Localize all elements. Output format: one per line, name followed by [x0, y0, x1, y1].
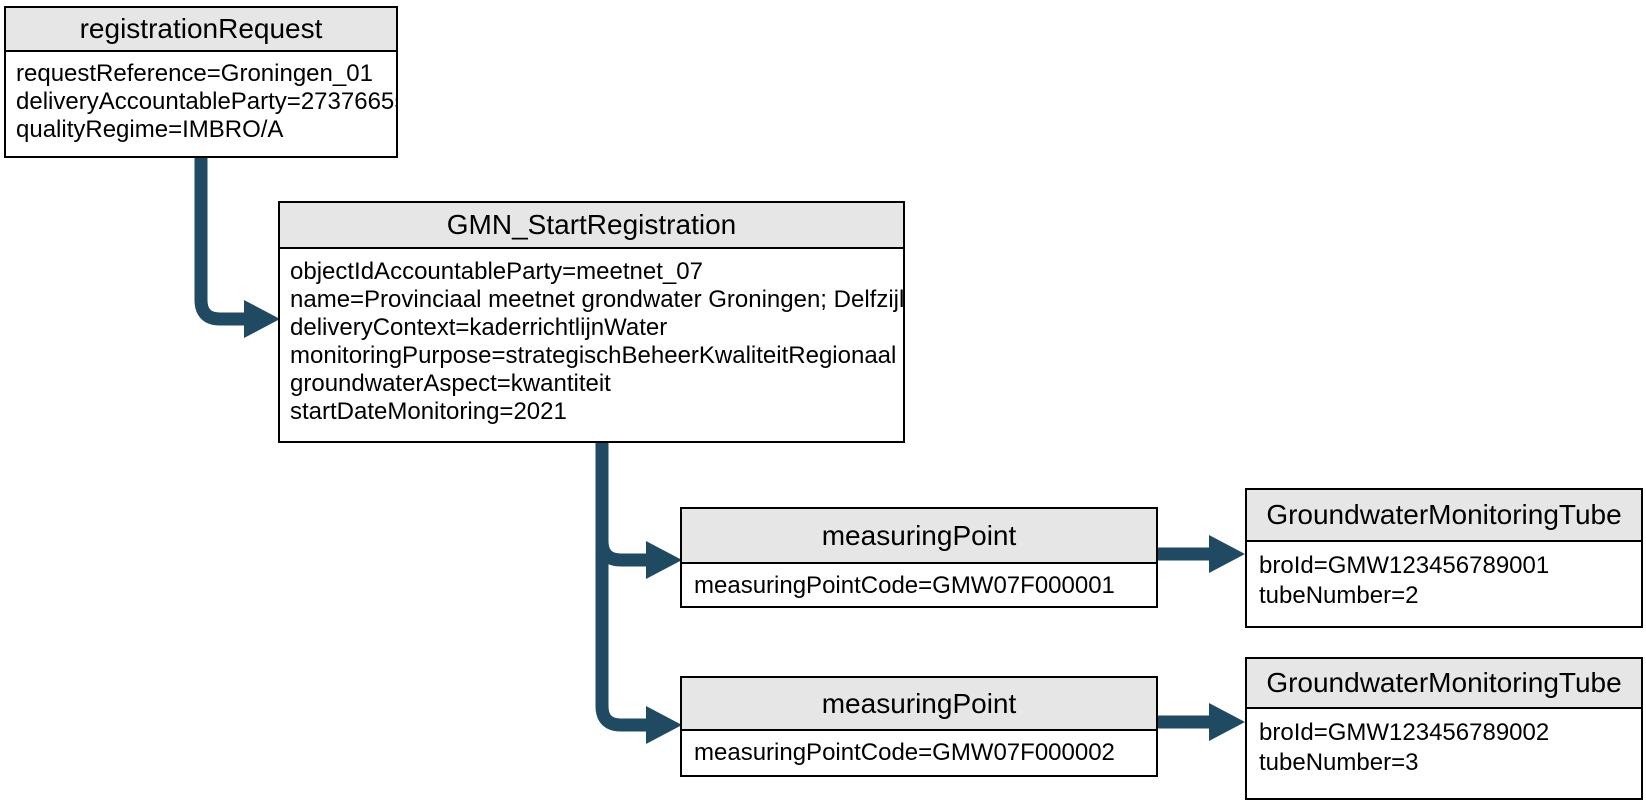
node-gmn-start-registration-attributes: objectIdAccountableParty=meetnet_07 name… — [280, 249, 903, 426]
node-registration-request-attributes: requestReference=Groningen_01 deliveryAc… — [6, 52, 396, 144]
arrow-gmn-trunk — [595, 443, 682, 744]
node-groundwater-monitoring-tube-1-attributes: broId=GMW123456789001 tubeNumber=2 — [1247, 542, 1641, 611]
arrow-registration-to-gmn-line — [194, 158, 246, 326]
arrow-gmn-to-measuringpoint2-head-icon — [646, 706, 682, 744]
attribute-line: deliveryContext=kaderrichtlijnWater — [290, 314, 668, 341]
node-measuring-point-2-attributes: measuringPointCode=GMW07F000002 — [682, 731, 1156, 767]
arrow-gmn-to-measuringpoint1-line — [595, 516, 646, 567]
node-groundwater-monitoring-tube-2-attributes: broId=GMW123456789002 tubeNumber=3 — [1247, 709, 1641, 778]
node-groundwater-monitoring-tube-2: GroundwaterMonitoringTube broId=GMW12345… — [1245, 657, 1643, 800]
attribute-line: requestReference=Groningen_01 — [16, 60, 373, 87]
arrow-registration-to-gmn-head-icon — [244, 300, 280, 338]
arrow-measuringpoint2-to-tube2 — [1158, 703, 1245, 741]
node-registration-request-title: registrationRequest — [6, 8, 396, 52]
attribute-line: groundwaterAspect=kwantiteit — [290, 370, 611, 397]
attribute-line: measuringPointCode=GMW07F000001 — [694, 572, 1115, 599]
node-registration-request: registrationRequest requestReference=Gro… — [4, 6, 398, 158]
node-groundwater-monitoring-tube-1: GroundwaterMonitoringTube broId=GMW12345… — [1245, 488, 1643, 628]
arrow-measuringpoint2-to-tube2-head-icon — [1209, 703, 1245, 741]
attribute-line: qualityRegime=IMBRO/A — [16, 116, 284, 143]
arrow-measuringpoint1-to-tube1 — [1158, 535, 1245, 573]
arrow-gmn-to-measuringpoint1-head-icon — [646, 541, 682, 579]
node-groundwater-monitoring-tube-1-title: GroundwaterMonitoringTube — [1247, 490, 1641, 542]
node-measuring-point-2: measuringPoint measuringPointCode=GMW07F… — [680, 676, 1158, 777]
node-measuring-point-1: measuringPoint measuringPointCode=GMW07F… — [680, 507, 1158, 608]
arrow-measuringpoint1-to-tube1-head-icon — [1209, 535, 1245, 573]
attribute-line: measuringPointCode=GMW07F000002 — [694, 739, 1115, 766]
node-gmn-start-registration-title: GMN_StartRegistration — [280, 203, 903, 249]
arrow-gmn-to-measuringpoint2-line — [595, 443, 646, 732]
attribute-line: objectIdAccountableParty=meetnet_07 — [290, 258, 703, 285]
attribute-line: tubeNumber=2 — [1259, 582, 1419, 609]
attribute-line: deliveryAccountableParty=27376655 — [16, 88, 396, 115]
attribute-line: tubeNumber=3 — [1259, 749, 1419, 776]
node-gmn-start-registration: GMN_StartRegistration objectIdAccountabl… — [278, 201, 905, 443]
attribute-line: monitoringPurpose=strategischBeheerKwali… — [290, 342, 897, 369]
attribute-line: broId=GMW123456789002 — [1259, 719, 1550, 746]
node-measuring-point-1-title: measuringPoint — [682, 509, 1156, 564]
attribute-line: startDateMonitoring=2021 — [290, 398, 567, 425]
arrow-registration-to-gmn — [194, 158, 280, 338]
node-groundwater-monitoring-tube-2-title: GroundwaterMonitoringTube — [1247, 659, 1641, 709]
node-measuring-point-1-attributes: measuringPointCode=GMW07F000001 — [682, 564, 1156, 600]
attribute-line: broId=GMW123456789001 — [1259, 552, 1550, 579]
attribute-line: name=Provinciaal meetnet grondwater Gron… — [290, 286, 903, 313]
node-measuring-point-2-title: measuringPoint — [682, 678, 1156, 731]
